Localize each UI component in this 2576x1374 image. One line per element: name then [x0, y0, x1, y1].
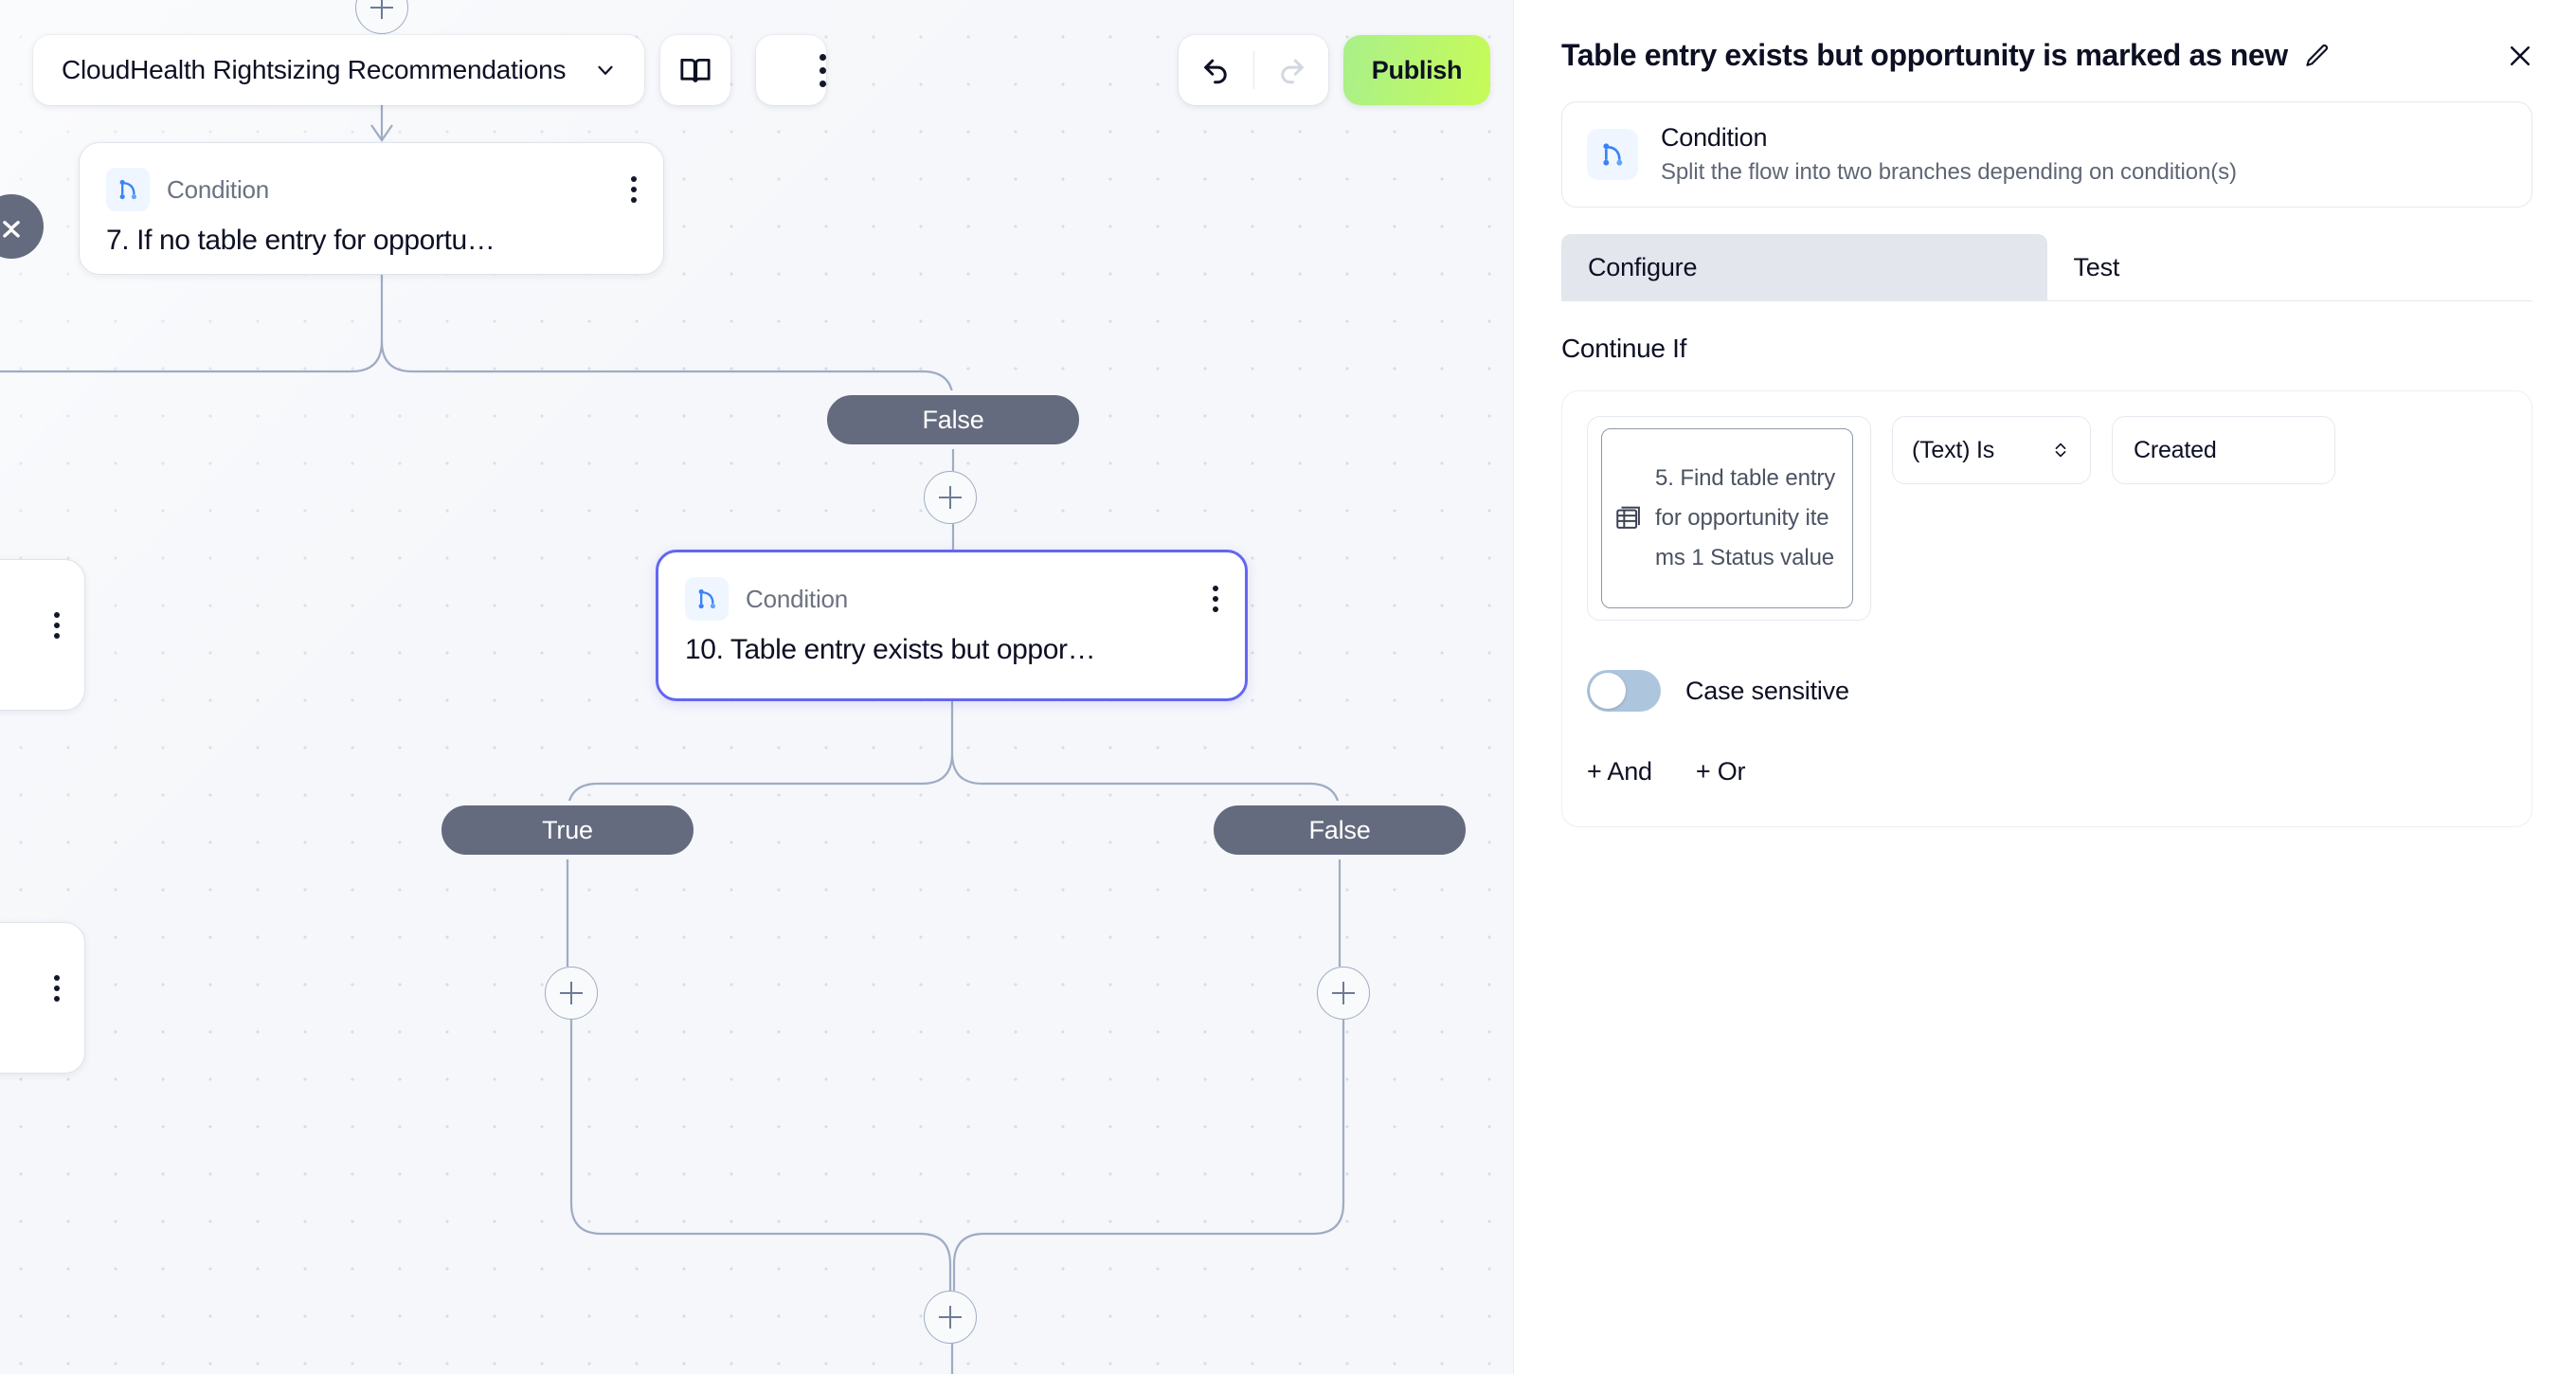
toggle-knob: [1590, 673, 1626, 709]
branch-label-true[interactable]: True: [437, 801, 698, 859]
node-title: 7. If no table entry for opportu…: [106, 225, 495, 256]
collapse-icon: [3, 221, 20, 238]
more-vertical-icon[interactable]: [54, 975, 60, 1002]
node-card-condition-10[interactable]: Condition 10. Table entry exists but opp…: [656, 550, 1248, 701]
condition-field-box[interactable]: 5. Find table entry for opportunity item…: [1587, 416, 1871, 621]
more-vertical-icon[interactable]: [54, 612, 60, 639]
node-header: Condition: [80, 143, 663, 211]
tab-test[interactable]: Test: [2073, 252, 2120, 281]
node-card-condition-7[interactable]: Condition 7. If no table entry for oppor…: [79, 142, 664, 275]
node-card-partial-upper[interactable]: [0, 559, 85, 711]
add-and-button[interactable]: + And: [1587, 757, 1652, 786]
flow-menu-button[interactable]: [756, 35, 826, 105]
branch-label-false-top[interactable]: False: [822, 390, 1084, 449]
details-panel: Table entry exists but opportunity is ma…: [1513, 0, 2576, 1374]
add-or-button[interactable]: + Or: [1695, 757, 1746, 786]
undo-redo-group: [1179, 35, 1328, 105]
chevron-down-icon: [598, 65, 613, 75]
flow-name-label: CloudHealth Rightsizing Recommendations: [62, 55, 567, 84]
pencil-icon[interactable]: [2303, 42, 2332, 70]
toolbar-divider: [1253, 51, 1254, 89]
condition-icon: [106, 168, 150, 211]
continue-if-label: Continue If: [1561, 334, 1687, 363]
node-type-label: Condition: [167, 174, 270, 204]
node-header: Condition: [658, 552, 1245, 621]
node-info-card: Condition Split the flow into two branch…: [1561, 101, 2532, 208]
flow-edges: [0, 0, 1345, 1374]
panel-header: Table entry exists but opportunity is ma…: [1514, 0, 2576, 73]
variable-token-chip[interactable]: 5. Find table entry for opportunity item…: [1601, 428, 1853, 608]
redo-icon: [1280, 59, 1304, 84]
flow-name-selector[interactable]: CloudHealth Rightsizing Recommendations: [33, 35, 644, 105]
condition-builder-card: 5. Find table entry for opportunity item…: [1561, 390, 2532, 827]
condition-value-input[interactable]: [2112, 416, 2335, 484]
more-vertical-icon[interactable]: [1213, 586, 1218, 612]
add-step-button-merge[interactable]: [924, 1291, 977, 1344]
flow-canvas[interactable]: Condition 7. If no table entry for oppor…: [0, 0, 1513, 1374]
condition-icon: [1587, 129, 1638, 180]
table-icon: [1613, 502, 1646, 534]
undo-icon: [1203, 59, 1227, 84]
book-icon: [680, 58, 711, 82]
case-sensitive-toggle[interactable]: [1587, 670, 1661, 712]
variable-token-text: 5. Find table entry for opportunity item…: [1655, 465, 1836, 570]
chevron-updown-icon: [2055, 443, 2066, 458]
tab-configure[interactable]: Configure: [1561, 234, 2047, 300]
redo-button[interactable]: [1253, 35, 1328, 105]
node-title: 10. Table entry exists but oppor…: [685, 634, 1096, 665]
add-step-button-true[interactable]: [545, 967, 598, 1020]
close-button[interactable]: [2498, 34, 2542, 78]
condition-row: 5. Find table entry for opportunity item…: [1587, 416, 2507, 621]
condition-icon: [685, 577, 729, 621]
panel-title: Table entry exists but opportunity is ma…: [1561, 38, 2288, 72]
top-toolbar: CloudHealth Rightsizing Recommendations: [0, 0, 1513, 133]
add-condition-row: + And + Or: [1587, 757, 2507, 786]
panel-tabs: Configure Test: [1561, 234, 2532, 301]
node-info-subtitle: Split the flow into two branches dependi…: [1661, 159, 2237, 185]
close-icon: [2511, 46, 2530, 65]
node-type-label: Condition: [746, 584, 849, 613]
node-card-partial-lower[interactable]: [0, 922, 85, 1074]
publish-button[interactable]: Publish: [1343, 35, 1490, 105]
case-sensitive-row: Case sensitive: [1587, 670, 2507, 712]
more-vertical-icon: [820, 53, 826, 87]
add-step-button-false-top[interactable]: [924, 471, 977, 524]
add-step-button-false[interactable]: [1317, 967, 1370, 1020]
branch-label-false-bottom[interactable]: False: [1209, 801, 1470, 859]
operator-value: (Text) Is: [1912, 436, 1995, 463]
documentation-button[interactable]: [660, 35, 730, 105]
node-info-title: Condition: [1661, 123, 1768, 152]
more-vertical-icon[interactable]: [631, 176, 637, 203]
operator-select[interactable]: (Text) Is: [1892, 416, 2091, 484]
undo-button[interactable]: [1179, 35, 1253, 105]
node-info-text: Condition Split the flow into two branch…: [1661, 123, 2237, 186]
case-sensitive-label: Case sensitive: [1685, 676, 1849, 705]
